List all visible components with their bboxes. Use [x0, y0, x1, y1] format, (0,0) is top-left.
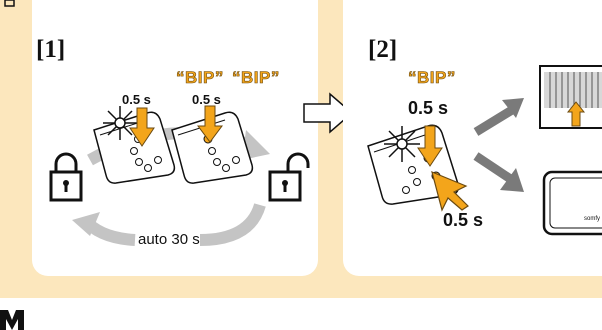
- shutter-icon: [539, 65, 602, 129]
- section-mark-icon: [0, 310, 24, 330]
- lock-open-icon: [268, 152, 310, 202]
- step1-time-1: 0.5 s: [122, 92, 151, 107]
- gateway-icon: somfy: [542, 170, 602, 236]
- step2-time-1: 0.5 s: [408, 98, 449, 118]
- step1-bip-2: “BIP”: [232, 68, 280, 88]
- lock-closed-icon: [49, 152, 83, 202]
- arrow-to-shutter: [473, 98, 524, 136]
- svg-text:somfy: somfy: [584, 216, 600, 222]
- auto-timer-label: auto 30 s: [138, 231, 200, 248]
- step1-bip-1: “BIP”: [176, 68, 224, 88]
- press-arrow-icon: [417, 125, 443, 167]
- step2-label: [2]: [368, 36, 398, 63]
- arrow-to-gateway: [473, 152, 524, 192]
- press-arrow-icon: [197, 105, 223, 143]
- step1-label: [1]: [36, 36, 66, 63]
- step1-time-2: 0.5 s: [192, 92, 221, 107]
- press-arrow-icon: [129, 107, 155, 147]
- finger-press-icon: [431, 170, 469, 212]
- led-flash-icon: [103, 106, 137, 140]
- step2-bip: “BIP”: [408, 68, 456, 88]
- next-step-arrow-icon: [303, 92, 354, 134]
- led-flash-icon: [384, 126, 420, 162]
- step2-time-2: 0.5 s: [443, 210, 484, 230]
- remote-keypad-2: [171, 111, 254, 184]
